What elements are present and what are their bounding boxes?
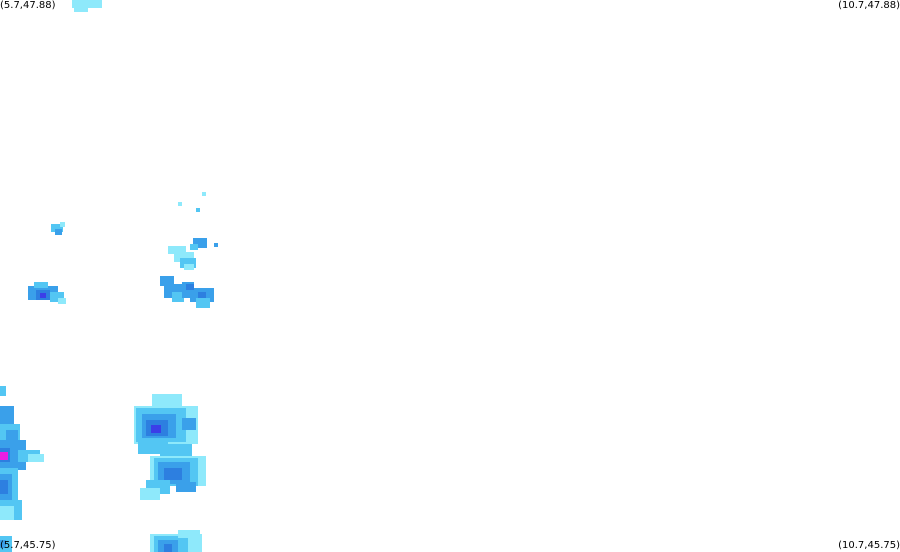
echo-cluster-west-small [51, 222, 65, 235]
corner-label-bottom-left: (5.7,45.75) [0, 540, 56, 551]
echo-cluster-south [140, 444, 206, 500]
corner-label-bottom-right: (10.7,45.75) [838, 540, 900, 551]
corner-label-top-right: (10.7,47.88) [838, 0, 900, 11]
echo-cluster-south-large [134, 394, 198, 454]
echo-cluster-top-edge [72, 0, 102, 12]
echo-cluster-west [28, 282, 66, 304]
echo-cluster-bottom [150, 530, 202, 552]
echo-cluster-north-east [190, 238, 207, 250]
echo-cluster-left-edge [0, 386, 44, 552]
corner-label-top-left: (5.7,47.88) [0, 0, 56, 11]
echo-cluster-central [160, 276, 214, 308]
echo-band-light [168, 246, 196, 270]
echo-specks-north [178, 192, 218, 247]
